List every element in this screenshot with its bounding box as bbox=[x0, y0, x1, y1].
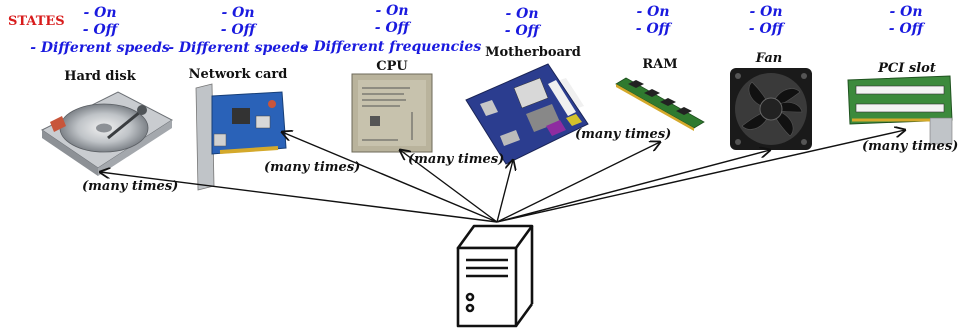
arrow-to-hard-disk bbox=[100, 172, 498, 223]
state-line: - On bbox=[221, 5, 254, 21]
arrow-to-fan bbox=[496, 150, 770, 223]
fan-label: Fan bbox=[755, 51, 782, 66]
ram-image bbox=[615, 77, 705, 131]
server-icon bbox=[456, 224, 534, 328]
hard-disk-states: - On - Off - Different speeds bbox=[30, 5, 170, 56]
ram-label: RAM bbox=[642, 57, 677, 72]
network-card-label: Network card bbox=[189, 67, 288, 82]
state-line: - Off bbox=[83, 22, 120, 38]
pci-slot-states: - On - Off bbox=[889, 4, 926, 37]
fan-image bbox=[730, 68, 812, 150]
arrow-to-network-card bbox=[282, 132, 498, 223]
network-card-states: - On - Off - Different speeds bbox=[168, 5, 308, 56]
pci-slot-image bbox=[847, 75, 953, 145]
state-line: - Off bbox=[636, 21, 673, 37]
state-line: - On bbox=[505, 6, 538, 22]
cpu-image bbox=[351, 73, 433, 153]
pci-slot-label: PCI slot bbox=[877, 61, 936, 76]
ram-note: (many times) bbox=[575, 127, 671, 142]
arrow-to-motherboard bbox=[496, 160, 513, 223]
state-line: - Off bbox=[505, 23, 542, 39]
state-line: - Off bbox=[749, 21, 786, 37]
hard-disk-label: Hard disk bbox=[64, 69, 137, 84]
state-line: - Off bbox=[221, 22, 258, 38]
states-heading: STATES bbox=[8, 14, 65, 29]
state-line: - On bbox=[83, 5, 116, 21]
state-line: - Different speeds bbox=[30, 40, 170, 56]
motherboard-states: - On - Off bbox=[505, 6, 542, 39]
state-line: - Different frequencies bbox=[303, 39, 482, 55]
state-line: - On bbox=[889, 4, 922, 20]
arrow-to-ram bbox=[496, 142, 660, 223]
state-line: - Off bbox=[375, 20, 412, 36]
hard-disk-image bbox=[41, 91, 173, 176]
pci-slot-note: (many times) bbox=[862, 139, 958, 154]
state-line: - On bbox=[375, 3, 408, 19]
cpu-note: (many times) bbox=[408, 152, 504, 167]
motherboard-label: Motherboard bbox=[485, 45, 581, 60]
arrow-to-pci-slot bbox=[496, 130, 905, 223]
state-line: - On bbox=[636, 4, 669, 20]
network-card-note: (many times) bbox=[264, 160, 360, 175]
hard-disk-note: (many times) bbox=[82, 179, 178, 194]
connection-arrows bbox=[100, 130, 905, 223]
state-line: - On bbox=[749, 4, 782, 20]
state-line: - Off bbox=[889, 21, 926, 37]
network-card-image bbox=[195, 83, 287, 191]
cpu-label: CPU bbox=[376, 59, 408, 74]
fan-states: - On - Off bbox=[749, 4, 786, 37]
motherboard-image bbox=[465, 63, 589, 165]
cpu-states: - On - Off - Different frequencies bbox=[303, 3, 482, 55]
arrow-to-cpu bbox=[400, 150, 498, 223]
state-line: - Different speeds bbox=[168, 40, 308, 56]
ram-states: - On - Off bbox=[636, 4, 673, 37]
